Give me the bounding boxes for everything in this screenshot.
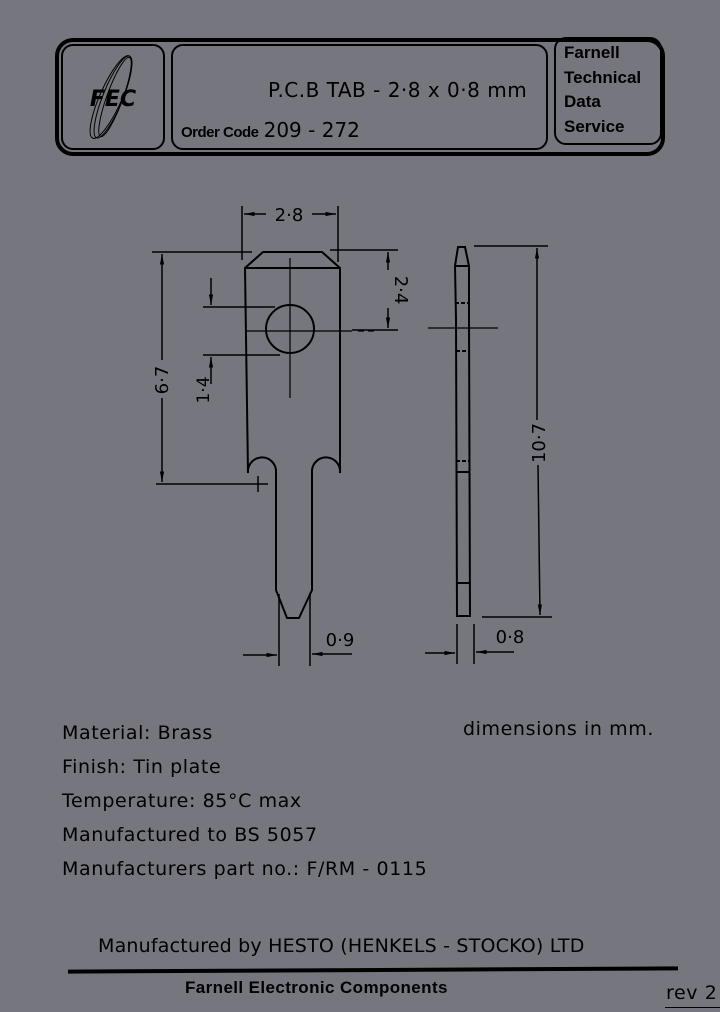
fec-logo-icon: FEC (89, 55, 136, 139)
service-line-2: Technical (564, 67, 642, 87)
service-line-4: Service (564, 116, 625, 136)
units-note: dimensions in mm. (463, 718, 654, 740)
revision-label: rev 2 (666, 982, 718, 1004)
service-line-1: Farnell (564, 43, 620, 62)
document-title: P.C.B TAB - 2·8 x 0·8 mm (268, 78, 528, 102)
dim-length-label: 10·7 (529, 423, 550, 463)
footer-brand: Farnell Electronic Components (185, 978, 448, 997)
dim-body-height-label: 6·7 (152, 366, 173, 395)
dim-pin-width-label: 0·9 (326, 630, 355, 651)
dim-hole-offset-label: 2·4 (390, 276, 411, 305)
dim-hole-pos-label: 1·4 (194, 376, 214, 403)
revision-underline (665, 1007, 720, 1008)
order-code-value: 209 - 272 (263, 118, 360, 142)
spec-material: Material: Brass (62, 722, 213, 744)
service-line-3: Data (564, 92, 601, 111)
service-box: Farnell Technical Data Service (554, 37, 662, 145)
svg-text:FEC: FEC (90, 87, 136, 112)
title-box: P.C.B TAB - 2·8 x 0·8 mm Order Code 209 … (171, 44, 548, 150)
dim-thickness-label: 0·8 (496, 627, 525, 648)
manufacturer-line: Manufactured by HESTO (HENKELS - STOCKO)… (98, 935, 585, 957)
footer-divider (67, 966, 679, 974)
technical-drawing: 2·8 2·4 6·7 1·4 0·9 10·7 0·8 (152, 205, 552, 666)
header-frame (55, 38, 665, 156)
dim-width-label: 2·8 (275, 205, 304, 226)
order-code-label: Order Code (181, 124, 259, 141)
spec-standard: Manufactured to BS 5057 (62, 824, 318, 846)
side-view-outline (453, 246, 472, 617)
spec-finish: Finish: Tin plate (62, 756, 222, 778)
logo-box: FEC (61, 44, 165, 150)
spec-part-no: Manufacturers part no.: F/RM - 0115 (62, 858, 428, 880)
spec-temperature: Temperature: 85°C max (62, 790, 302, 812)
